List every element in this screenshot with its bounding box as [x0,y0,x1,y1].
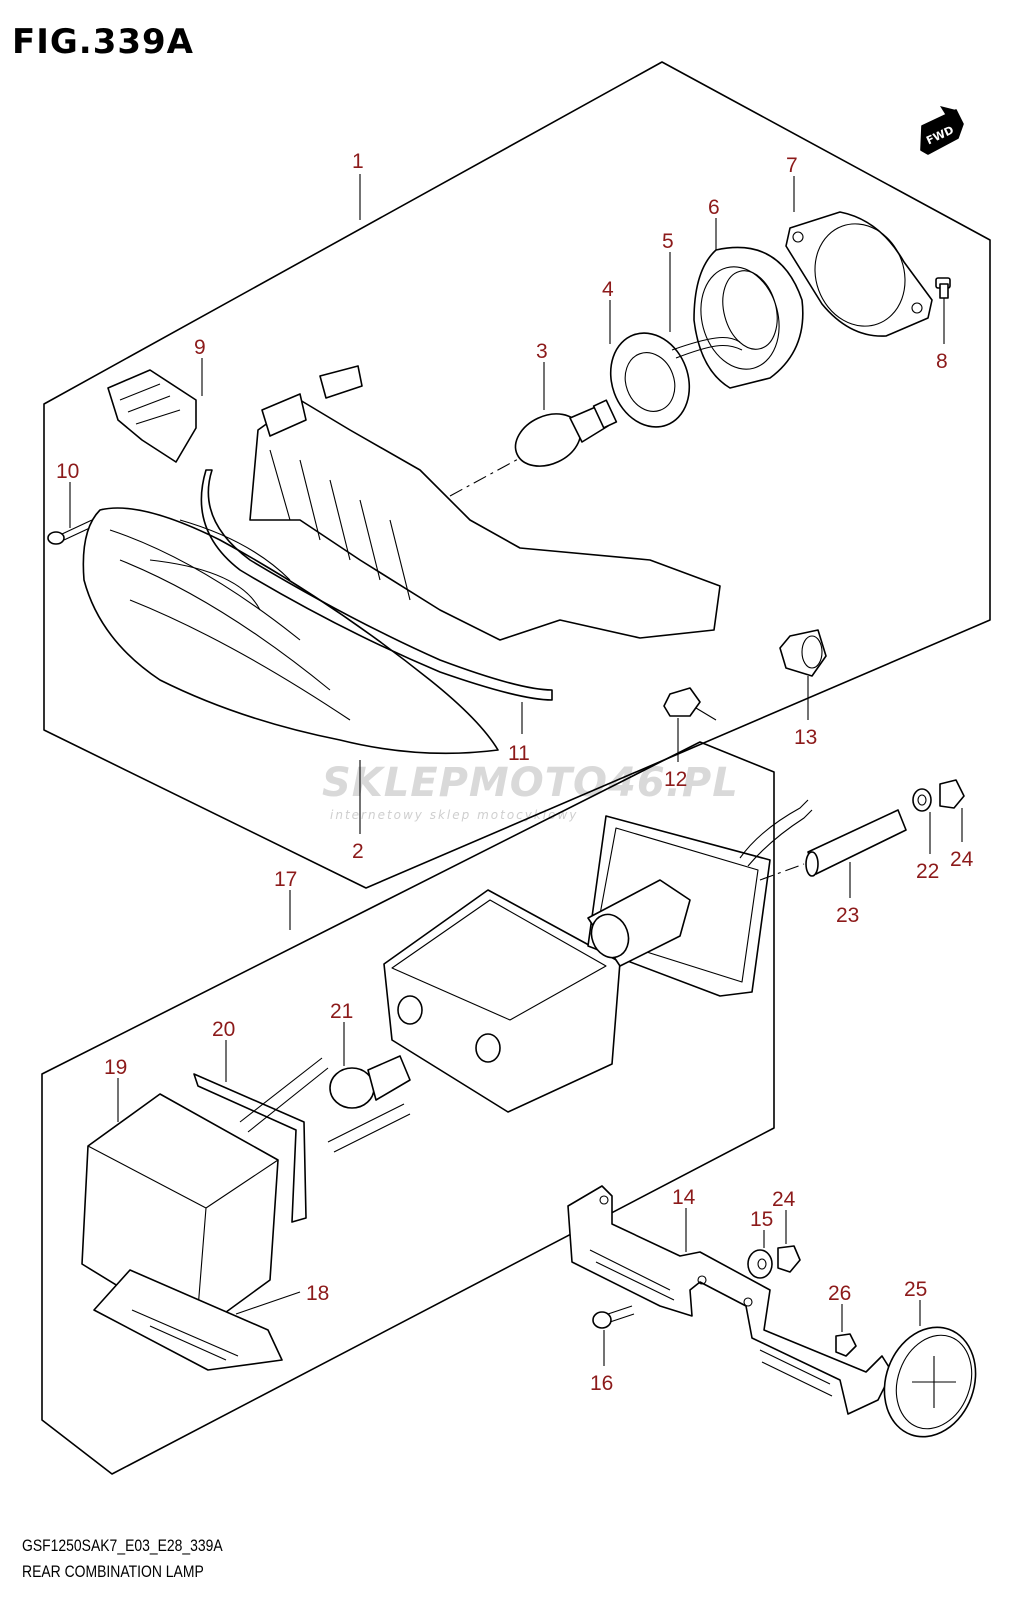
nut-part-12 [663,687,717,721]
lamp-lens-part [82,507,499,755]
callout-13: 13 [794,726,817,749]
bulb-part-21 [329,1055,411,1109]
washer-part-22 [912,788,932,812]
figure-code: GSF1250SAK7_E03_E28_339A [22,1536,223,1555]
nut-part-24b [777,1245,801,1273]
callout-17: 17 [274,868,297,891]
callout-26: 26 [828,1282,851,1305]
callout-10: 10 [56,460,79,483]
callout-8: 8 [936,350,948,373]
leader-lines [69,174,963,1366]
bulb-socket-part [609,332,743,428]
callout-2: 2 [352,840,364,863]
callout-24b: 24 [772,1188,796,1211]
callout-12: 12 [664,768,687,791]
grommet-part-13 [779,629,827,677]
assembly-box-upper [43,61,991,889]
callout-7: 7 [786,154,798,177]
callout-18: 18 [306,1282,329,1305]
lamp-base-plate [587,799,813,997]
socket-holder-part [693,246,804,389]
callout-4: 4 [602,278,614,301]
callout-1: 1 [352,150,364,173]
reflector-part-18 [93,1269,283,1371]
lamp-housing-part [249,365,721,641]
clip-part-9 [107,369,197,463]
screw-part-16 [592,1305,635,1329]
callout-20: 20 [212,1018,235,1041]
callout-5: 5 [662,230,674,253]
callout-11: 11 [508,742,530,765]
reflector-part-25 [883,1326,977,1438]
callout-labels: 1 2 3 4 5 6 7 8 9 10 11 12 13 14 15 16 1… [56,150,974,1395]
fwd-badge: FWD [920,106,964,155]
nut-part-26 [835,1333,857,1357]
callout-24: 24 [950,848,974,871]
callout-15: 15 [750,1208,773,1231]
callout-9: 9 [194,336,206,359]
callout-25: 25 [904,1278,927,1301]
lamp-gasket-20 [193,1073,307,1223]
callout-23: 23 [836,904,859,927]
callout-14: 14 [672,1186,696,1209]
callout-16: 16 [590,1372,613,1395]
nut-part-24 [939,779,965,809]
mounting-bolts [239,1057,411,1153]
spacer-part-23 [759,809,907,881]
figure-name: REAR COMBINATION LAMP [22,1562,204,1581]
callout-19: 19 [104,1056,127,1079]
license-lamp-body [383,889,621,1113]
gasket-part [785,211,933,337]
callout-22: 22 [916,860,939,883]
watermark-text: SKLEPMOTO46.PL [322,760,739,806]
washer-part-15 [747,1249,773,1279]
bulb-part-3 [449,399,618,497]
callout-3: 3 [536,340,548,363]
watermark-subtext: internetowy sklep motocyklowy [330,808,579,822]
callout-21: 21 [330,1000,353,1023]
callout-6: 6 [708,196,720,219]
screw-part-10 [47,519,95,545]
figure-title: FIG.339A [12,22,194,62]
screw-part-8 [935,277,951,299]
assembly-box-lower [41,741,775,1475]
lamp-seal-part [200,469,553,701]
